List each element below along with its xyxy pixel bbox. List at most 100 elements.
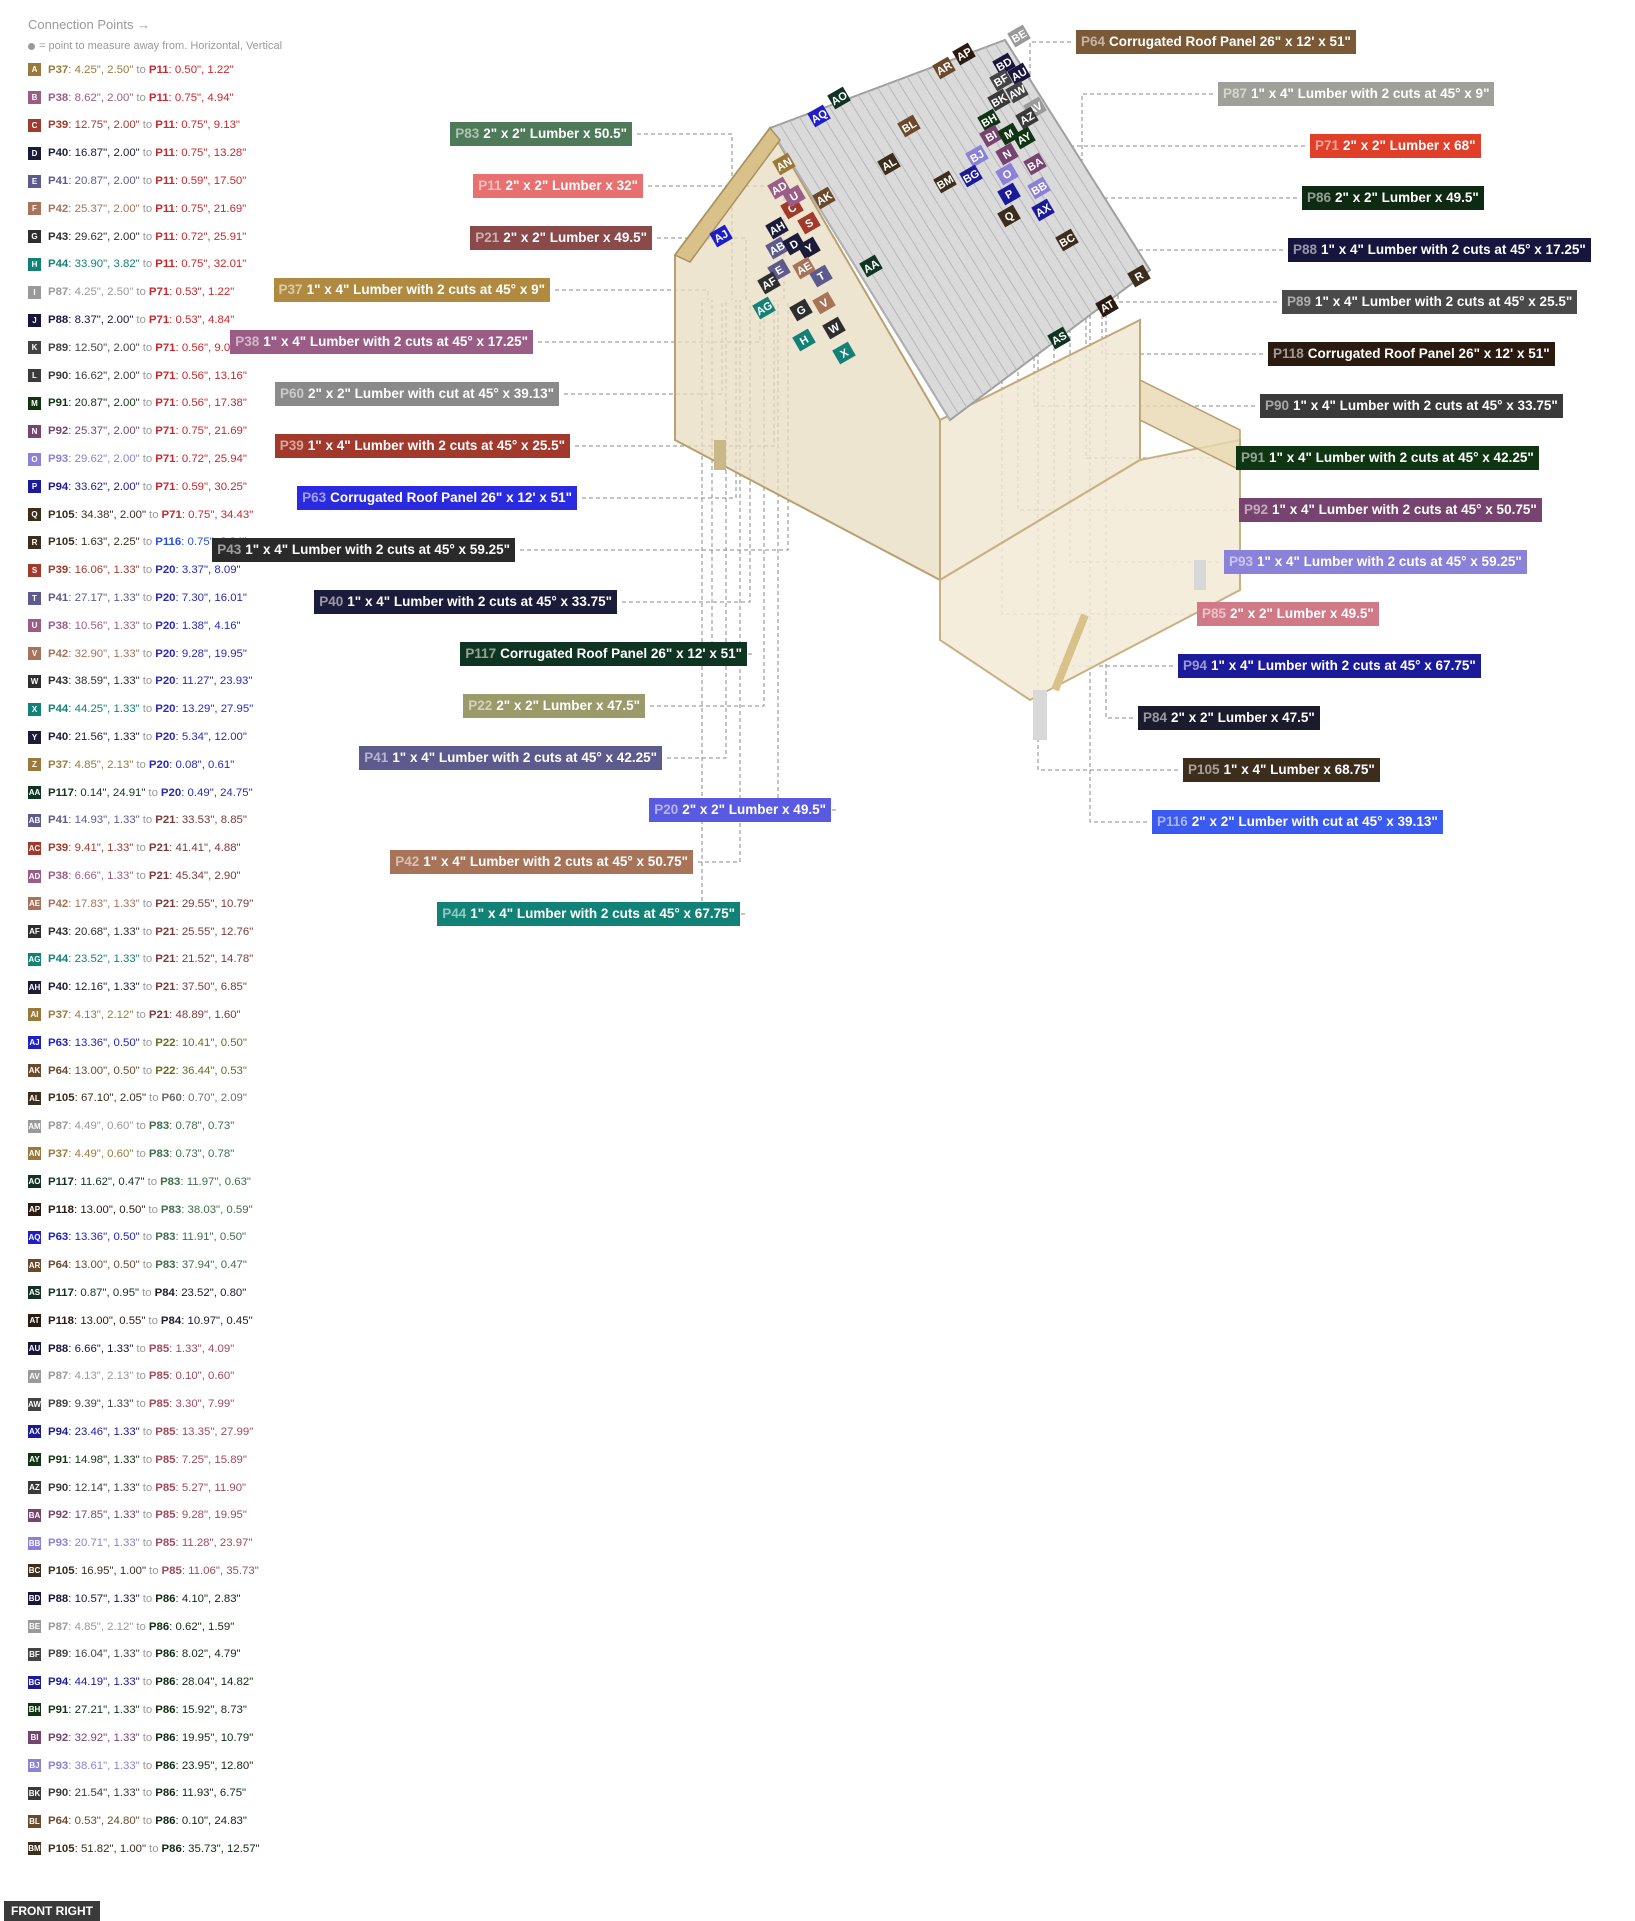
model-badge[interactable]: AZ (1015, 106, 1039, 130)
from-part: P92 (48, 1509, 69, 1522)
from-value: 17.85", 1.33" (74, 1509, 140, 1522)
from-value: 33.62", 2.00" (74, 480, 140, 493)
model-badge[interactable]: V (812, 291, 836, 315)
model-badge[interactable]: BL (897, 114, 921, 138)
model-badge[interactable]: O (995, 162, 1019, 186)
part-id: P91 (1241, 450, 1266, 465)
model-badge[interactable]: AT (1095, 294, 1119, 318)
model-badge[interactable]: AJ (709, 224, 733, 248)
model-badge[interactable]: R (1127, 264, 1151, 288)
model-badge[interactable]: AO (827, 86, 851, 110)
connection-badge: F (28, 202, 41, 216)
model-badge[interactable]: AU (1007, 62, 1031, 86)
model-badge[interactable]: AF (757, 271, 781, 295)
view-tag[interactable]: FRONT RIGHT (4, 1901, 100, 1921)
model-badge[interactable]: AQ (807, 104, 831, 128)
model-badge[interactable]: AL (877, 152, 901, 176)
model-badge[interactable]: BA (1023, 152, 1047, 176)
from-part: P88 (48, 1592, 69, 1605)
to-part: P86 (148, 1620, 170, 1633)
model-badge[interactable]: BJ (965, 144, 989, 168)
model-badge[interactable]: AN (772, 152, 796, 176)
model-badge[interactable]: BF (989, 68, 1013, 92)
model-badge[interactable]: BB (1027, 176, 1051, 200)
model-badge[interactable]: AW (1005, 80, 1029, 104)
model-badge[interactable]: G (789, 298, 813, 322)
from-part: P88 (48, 314, 69, 327)
model-badge[interactable]: AG (752, 296, 776, 320)
model-badge[interactable]: AS (1047, 326, 1071, 350)
to-word: to (147, 1175, 158, 1188)
connection-badge: AS (28, 1286, 41, 1300)
model-badge[interactable]: BG (959, 164, 983, 188)
model-badge[interactable]: BK (987, 88, 1011, 112)
model-badge[interactable]: Y (797, 236, 821, 260)
to-word: to (142, 1592, 153, 1605)
model-badge[interactable]: AP (952, 42, 976, 66)
to-word: to (142, 1036, 153, 1049)
model-badge[interactable]: H (792, 328, 816, 352)
model-badge[interactable]: W (822, 316, 846, 340)
to-word: to (149, 1092, 159, 1105)
model-badge[interactable]: AR (932, 56, 956, 80)
model-badge[interactable]: Q (997, 204, 1021, 228)
model-badge[interactable]: BC (1055, 228, 1079, 252)
model-badge[interactable]: S (797, 211, 821, 235)
model-badge[interactable]: AK (812, 186, 836, 210)
model-badge[interactable]: AE (792, 256, 816, 280)
connection-badge: U (28, 619, 41, 633)
model-badge[interactable]: AH (765, 216, 789, 240)
model-badge[interactable]: U (782, 184, 806, 208)
model-badge[interactable]: BI (979, 124, 1003, 148)
model-badge[interactable]: N (995, 142, 1019, 166)
part-id: P44 (442, 906, 467, 921)
model-badge[interactable]: BD (992, 52, 1016, 76)
model-badge[interactable]: AA (859, 254, 883, 278)
model-badge[interactable]: P (997, 182, 1021, 206)
from-part: P93 (48, 1759, 69, 1772)
model-badge[interactable]: AY (1012, 126, 1036, 150)
from-part: P40 (48, 147, 69, 160)
model-badge[interactable]: BM (933, 170, 957, 194)
model-badge[interactable]: X (832, 341, 856, 365)
model-badge[interactable]: AX (1031, 198, 1055, 222)
model-badge[interactable]: BE (1007, 24, 1031, 48)
